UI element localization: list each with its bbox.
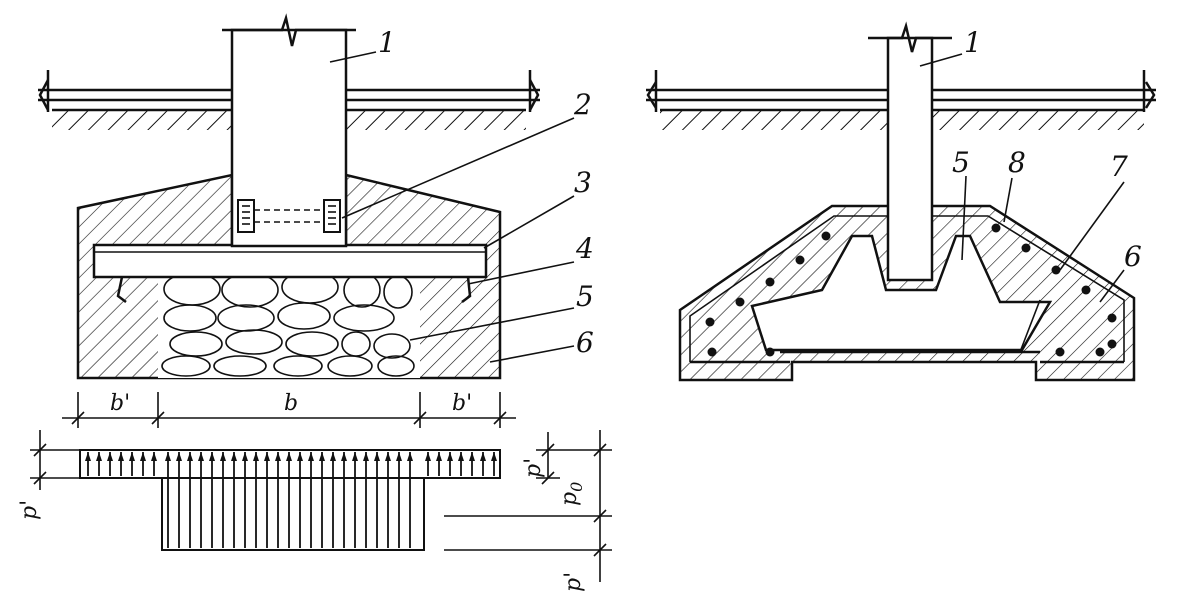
right-leader-lines <box>919 53 1125 303</box>
anchor-bolts <box>237 199 341 233</box>
left-floor-slab <box>38 70 540 112</box>
pressure-arrowhead <box>447 452 453 461</box>
pressure-arrowhead <box>469 452 475 461</box>
pressure-arrowhead <box>286 452 292 461</box>
pressure-arrowhead <box>436 452 442 461</box>
pressure-arrowhead <box>96 452 102 461</box>
callout-5: 5 <box>576 280 594 313</box>
pressure-arrowhead <box>242 452 248 461</box>
pressure-arrowhead <box>319 452 325 461</box>
pressure-arrowhead <box>275 452 281 461</box>
pressure-arrowhead <box>231 452 237 461</box>
rebar-dot <box>765 347 775 357</box>
dim-b: b <box>284 391 298 416</box>
pressure-arrowhead <box>107 452 113 461</box>
callout-1-right: 1 <box>964 26 982 59</box>
pressure-arrowhead <box>176 452 182 461</box>
dim-b-prime-left: b' <box>110 391 130 416</box>
left-footing-body <box>76 173 502 380</box>
right-floor-slab <box>646 70 1156 112</box>
rebar-dot <box>1081 285 1091 295</box>
pressure-arrowhead <box>480 452 486 461</box>
width-dimension: b' b b' <box>62 391 516 428</box>
left-ground-surface <box>52 108 526 130</box>
callout-5-right: 5 <box>952 146 970 179</box>
pressure-arrowhead <box>396 452 402 461</box>
pressure-arrowhead <box>374 452 380 461</box>
pressure-arrowhead <box>129 452 135 461</box>
pressure-arrowhead <box>198 452 204 461</box>
right-column <box>868 21 952 282</box>
rebar-dot <box>1051 265 1061 275</box>
pressure-arrowhead <box>140 452 146 461</box>
rebar-dot <box>707 347 717 357</box>
pressure-arrowhead <box>151 452 157 461</box>
rebar-dot <box>1055 347 1065 357</box>
pressure-arrowhead <box>458 452 464 461</box>
callout-2: 2 <box>573 88 592 121</box>
dim-p-prime-left: p' <box>17 500 42 520</box>
precast-footing <box>678 204 1136 382</box>
dim-p-prime-bottom: p' <box>561 572 586 592</box>
rebar-dot <box>1107 339 1117 349</box>
pressure-arrows-center <box>165 452 413 548</box>
right-callouts: 1 5 8 7 6 <box>952 26 1142 273</box>
pressure-dim-right: p' p0 p' <box>444 430 612 592</box>
rebar-dot <box>991 223 1001 233</box>
rebar-dot <box>1095 347 1105 357</box>
pressure-arrowhead <box>220 452 226 461</box>
pressure-arrowhead <box>330 452 336 461</box>
left-leader-lines <box>329 51 575 363</box>
right-ground-surface <box>660 108 1144 130</box>
callout-8: 8 <box>1008 146 1026 179</box>
callout-7: 7 <box>1110 150 1128 183</box>
pressure-arrowhead <box>491 452 497 461</box>
pressure-arrowhead <box>385 452 391 461</box>
pressure-arrows-edge <box>85 452 497 476</box>
pressure-arrowhead <box>352 452 358 461</box>
rebar-dot <box>795 255 805 265</box>
dim-p-prime-right: p' <box>521 458 546 478</box>
callout-4: 4 <box>575 232 594 265</box>
rebar-dot <box>705 317 715 327</box>
pressure-arrowhead <box>363 452 369 461</box>
pressure-arrowhead <box>118 452 124 461</box>
rubble-stones <box>161 270 415 377</box>
pressure-arrowhead <box>425 452 431 461</box>
pressure-arrowhead <box>308 452 314 461</box>
rebar-dot <box>1021 243 1031 253</box>
rebar-dots <box>705 223 1117 357</box>
pressure-arrowhead <box>297 452 303 461</box>
rebar-dot <box>821 231 831 241</box>
left-callouts: 1 2 3 4 5 6 <box>378 26 594 359</box>
callout-3: 3 <box>574 166 592 199</box>
dim-b-prime-right: b' <box>452 391 472 416</box>
pressure-arrowhead <box>187 452 193 461</box>
pressure-arrowhead <box>209 452 215 461</box>
pressure-arrowhead <box>85 452 91 461</box>
pressure-dim-left: p' <box>17 430 80 520</box>
right-figure: 1 5 8 7 6 <box>646 21 1156 382</box>
callout-6-right: 6 <box>1124 240 1142 273</box>
pressure-diagram <box>79 449 501 551</box>
pressure-arrowhead <box>165 452 171 461</box>
rebar-dot <box>765 277 775 287</box>
pressure-arrowhead <box>407 452 413 461</box>
dim-p0: p0 <box>557 482 586 506</box>
callout-1: 1 <box>378 26 396 59</box>
pressure-arrowhead <box>341 452 347 461</box>
pressure-arrowhead <box>253 452 259 461</box>
callout-6: 6 <box>576 326 594 359</box>
rebar-dot <box>735 297 745 307</box>
rebar-dot <box>1107 313 1117 323</box>
left-figure: 1 2 3 4 5 6 b' b b' <box>17 13 612 592</box>
pressure-arrowhead <box>264 452 270 461</box>
